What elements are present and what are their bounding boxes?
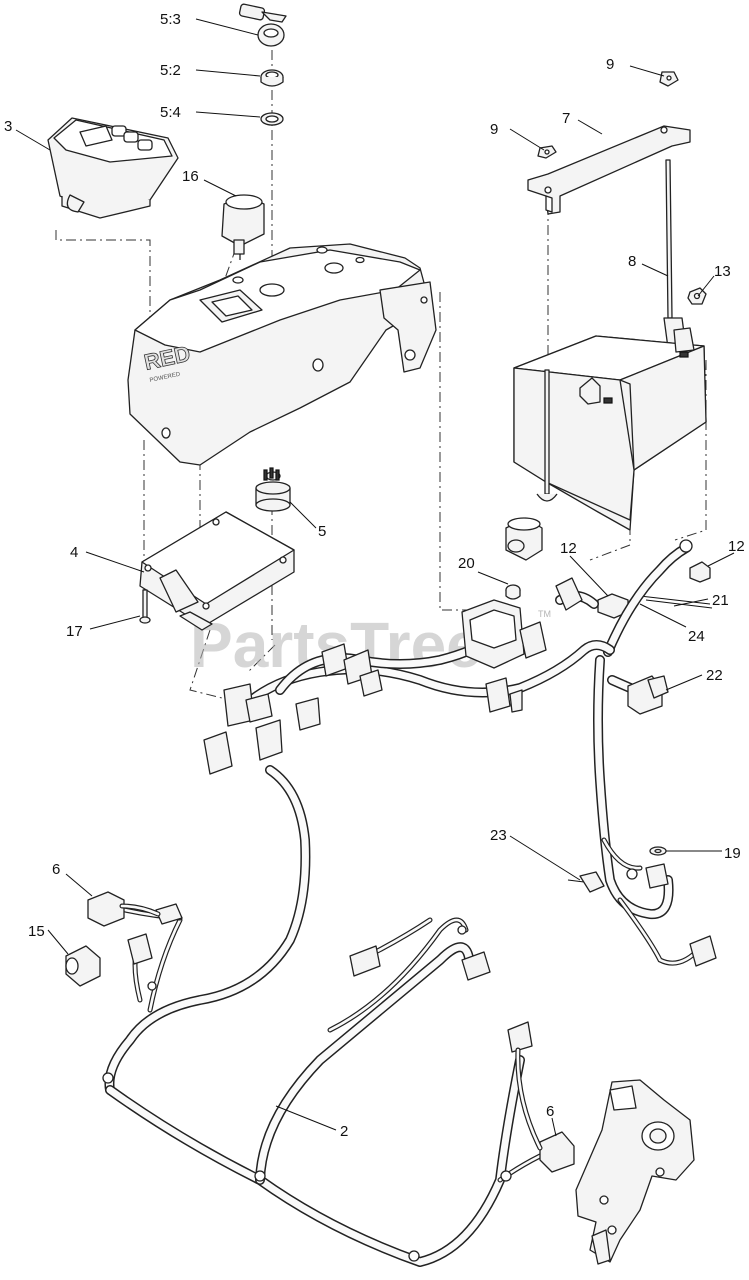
screw-part-17 xyxy=(139,589,151,624)
relay-part-6-upper xyxy=(87,891,183,927)
label-17: 17 xyxy=(66,623,83,640)
battery-cable-part-24 xyxy=(555,539,693,657)
controller-part-4 xyxy=(139,511,295,631)
leader-lines xyxy=(15,18,735,1137)
label-5-4: 5:4 xyxy=(160,104,181,121)
label-24: 24 xyxy=(688,628,705,645)
display-module-part-3 xyxy=(47,117,179,219)
label-5: 5 xyxy=(318,523,326,540)
battery xyxy=(513,327,707,531)
label-3: 3 xyxy=(4,118,12,135)
label-13: 13 xyxy=(714,263,731,280)
bolt-part-12-right xyxy=(689,561,711,583)
label-16: 16 xyxy=(182,168,199,185)
transmission-housing xyxy=(575,1079,695,1265)
label-23: 23 xyxy=(490,827,507,844)
label-19: 19 xyxy=(724,845,741,862)
switch-part-15 xyxy=(65,933,153,987)
label-21: 21 xyxy=(712,592,729,609)
bolt-part-8 xyxy=(663,159,687,349)
label-5-2: 5:2 xyxy=(160,62,181,79)
washer-part-5-4 xyxy=(260,112,284,126)
label-9-right: 9 xyxy=(606,56,614,73)
wire-harness-part-2 xyxy=(102,599,717,1267)
label-2: 2 xyxy=(340,1123,348,1140)
label-22: 22 xyxy=(706,667,723,684)
watermark-tm: TM xyxy=(538,609,551,619)
cable-tie-part-21 xyxy=(639,595,713,609)
callout-labels: 5:3 5:2 5:4 3 16 9 9 7 8 13 5 4 17 20 12… xyxy=(4,11,745,1140)
label-8: 8 xyxy=(628,253,636,270)
fuse-part-20 xyxy=(505,584,521,600)
nut-part-13 xyxy=(687,287,707,305)
nut-part-5-2 xyxy=(260,69,284,87)
label-5-3: 5:3 xyxy=(160,11,181,28)
label-9-left: 9 xyxy=(490,121,498,138)
label-20: 20 xyxy=(458,555,475,572)
key-part-5-3 xyxy=(238,3,287,47)
label-12-left: 12 xyxy=(560,540,577,557)
label-4: 4 xyxy=(70,544,78,561)
boot-cap xyxy=(505,517,543,561)
label-12-right: 12 xyxy=(728,538,745,555)
console-frame: RED POWERED xyxy=(127,243,437,466)
nut-part-9-right xyxy=(659,71,679,87)
label-7: 7 xyxy=(562,110,570,127)
label-6-upper: 6 xyxy=(52,861,60,878)
relay-part-6-lower xyxy=(507,1021,575,1173)
label-15: 15 xyxy=(28,923,45,940)
label-6-lower: 6 xyxy=(546,1103,554,1120)
battery-holddown-part-7 xyxy=(527,125,691,215)
switch-part-16 xyxy=(221,194,265,260)
ignition-switch-part-5 xyxy=(255,467,291,512)
